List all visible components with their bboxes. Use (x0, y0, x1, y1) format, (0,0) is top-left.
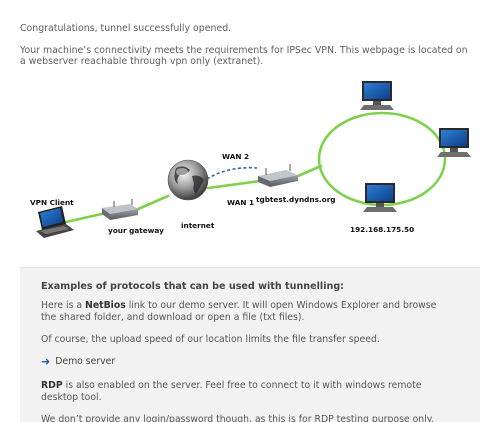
netbios-text-line2: the shared folder, and download or open … (41, 312, 305, 323)
rdp-text-line2: desktop tool. (41, 392, 102, 403)
demo-server-label: Demo server (55, 356, 116, 367)
protocols-heading: Examples of protocols that can be used w… (41, 281, 345, 292)
network-diagram: VPN Client your gateway internet WAN 2 W… (0, 80, 480, 250)
label-your-gateway: your gateway (108, 226, 164, 235)
label-ip-address: 192.168.175.50 (350, 225, 414, 234)
protocols-panel: Examples of protocols that can be used w… (20, 267, 480, 422)
desktop-computer-icon-bottom (363, 183, 397, 212)
link-client-gateway (64, 211, 108, 224)
connectivity-text-line2: a webserver reachable through vpn only (… (20, 56, 264, 67)
label-wan1: WAN 1 (227, 198, 254, 207)
netbios-pre: Here is a (41, 300, 86, 311)
link-server-lan (296, 164, 323, 178)
wan2-dashed-link (206, 166, 258, 180)
upload-speed-note: Of course, the upload speed of our locat… (41, 334, 380, 345)
no-login-note: We don’t provide any login/password thou… (41, 414, 434, 422)
label-internet: internet (181, 221, 215, 230)
globe-icon (167, 159, 209, 201)
netbios-link[interactable]: NetBios (85, 300, 126, 311)
desktop-computer-icon-top (360, 81, 394, 110)
desktop-computer-icon-right (437, 128, 471, 157)
router-icon (102, 199, 138, 220)
laptop-icon (36, 206, 74, 238)
network-diagram-svg: VPN Client your gateway internet WAN 2 W… (30, 81, 471, 238)
netbios-text-line1: Here is a NetBios link to our demo serve… (41, 300, 480, 312)
intro-text: Congratulations, tunnel successfully ope… (20, 23, 480, 67)
rdp-post: is also enabled on the server. Feel free… (62, 380, 422, 391)
rdp-text-line1: RDP is also enabled on the server. Feel … (41, 380, 480, 392)
label-wan2: WAN 2 (222, 152, 249, 161)
label-host: tgbtest.dyndns.org (256, 195, 336, 204)
demo-server-link[interactable]: ➜ Demo server (41, 356, 480, 368)
success-message: Congratulations, tunnel successfully ope… (20, 23, 232, 34)
label-vpn-client: VPN Client (30, 198, 74, 207)
arrow-right-icon: ➜ (41, 355, 51, 368)
link-internet-server (206, 179, 262, 190)
netbios-post: link to our demo server. It will open Wi… (125, 300, 437, 311)
link-gateway-internet (134, 194, 170, 212)
firewall-icon (258, 164, 298, 187)
connectivity-text-line1: Your machine’s connectivity meets the re… (20, 45, 468, 56)
rdp-label: RDP (41, 380, 63, 391)
